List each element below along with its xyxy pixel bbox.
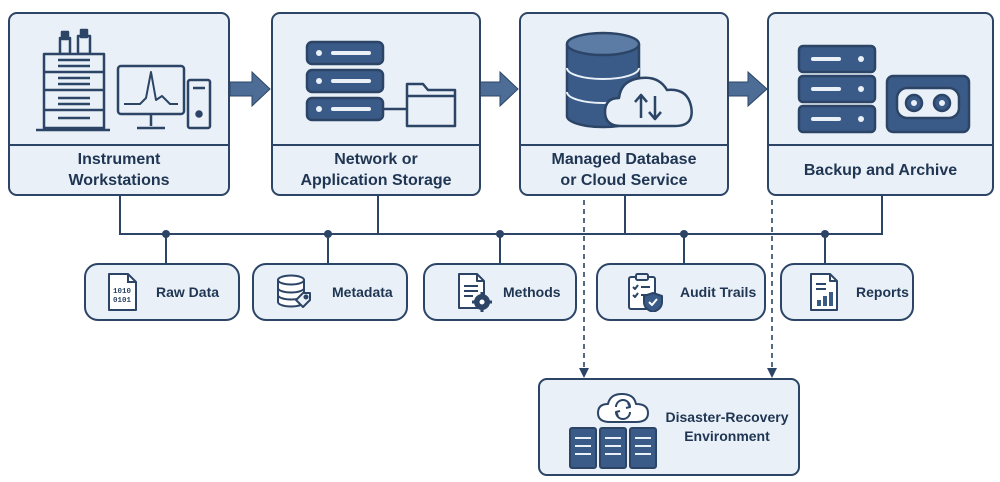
stage-backup-archive: Backup and Archive [767, 12, 994, 196]
report-chart-icon [810, 273, 838, 311]
data-type-raw-data: 1010 0101 Raw Data [84, 263, 240, 321]
flow-arrow-3-4 [727, 70, 768, 108]
flow-arrow-1-2 [229, 70, 271, 108]
chip-label: Reports [856, 284, 909, 300]
stage-label: Managed Database or Cloud Service [551, 151, 697, 189]
chip-label: Raw Data [156, 284, 220, 300]
stage-instrument-workstations: Instrument Workstations [8, 12, 230, 196]
document-gear-icon [458, 273, 492, 312]
disaster-recovery-label: Disaster-Recovery Environment [665, 409, 789, 444]
chip-label: Metadata [332, 284, 393, 300]
data-type-methods: Methods [423, 263, 577, 321]
chip-label: Audit Trails [680, 284, 757, 300]
stage-network-storage: Network or Application Storage [271, 12, 481, 196]
stage-label: Instrument Workstations [68, 151, 170, 189]
data-bus [119, 196, 883, 264]
server-rack-cloud-sync-icon [569, 393, 657, 469]
flow-arrow-2-3 [479, 70, 519, 108]
stage-label: Network or Application Storage [300, 151, 452, 189]
replication-arrows [579, 200, 777, 378]
binary-text-2: 0101 [113, 297, 132, 305]
chip-label: Methods [503, 284, 561, 300]
stage-label: Backup and Archive [803, 161, 958, 179]
disaster-recovery-environment: Disaster-Recovery Environment [538, 378, 800, 476]
bus-junctions [162, 230, 829, 238]
binary-file-icon: 1010 0101 [108, 273, 137, 311]
stage-managed-database: Managed Database or Cloud Service [519, 12, 729, 196]
data-type-audit-trails: Audit Trails [596, 263, 766, 321]
server-with-folder-icon [305, 40, 457, 128]
data-type-metadata: Metadata [252, 263, 408, 321]
database-tag-icon [277, 274, 311, 308]
clipboard-shield-icon [628, 273, 663, 312]
server-stack-tape-icon [797, 44, 971, 134]
lab-instrument-workstation-icon [36, 28, 212, 132]
database-cloud-sync-icon [565, 31, 693, 129]
binary-text-1: 1010 [113, 288, 132, 296]
data-type-reports: Reports [780, 263, 914, 321]
